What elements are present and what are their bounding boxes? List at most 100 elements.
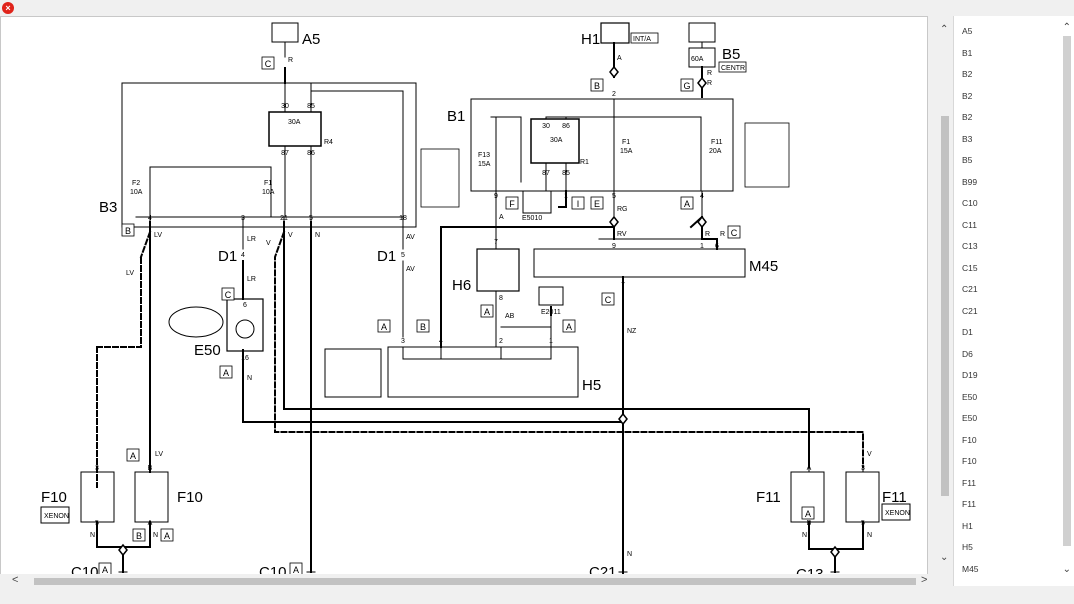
fuse-label: F11	[711, 139, 723, 146]
component-list-item[interactable]: B2	[962, 69, 973, 79]
svg-text:V: V	[266, 240, 271, 247]
svg-text:9: 9	[612, 243, 616, 250]
list-scrollbar-thumb[interactable]	[1063, 36, 1071, 546]
component-list-item[interactable]: C13	[962, 241, 978, 251]
h1-key-switch	[600, 22, 630, 44]
b3-label: B3	[99, 199, 117, 216]
component-list-item[interactable]: B3	[962, 133, 973, 144]
fuse-label: 10A	[130, 189, 143, 196]
component-list-item[interactable]: B5	[962, 155, 973, 165]
svg-text:86: 86	[307, 150, 315, 157]
connector-label: A	[130, 451, 136, 461]
svg-text:5: 5	[861, 520, 865, 527]
svg-text:V: V	[288, 232, 293, 239]
xenon-tag: XENON	[44, 513, 69, 520]
h6-label: H6	[452, 277, 471, 294]
f11-lamp-left	[790, 471, 825, 523]
component-list-item[interactable]: D19	[962, 370, 978, 380]
component-list-item[interactable]: E50	[962, 391, 978, 402]
r4-label: R4	[324, 139, 333, 146]
component-list-item[interactable]: D1	[962, 327, 973, 337]
scrollbar-thumb[interactable]	[941, 116, 949, 496]
component-list-item[interactable]: H5	[962, 542, 973, 552]
diagram-vertical-scrollbar[interactable]: ⌃ ⌄	[937, 16, 953, 574]
component-list-item[interactable]: B2	[962, 90, 973, 101]
m45-label: M45	[749, 258, 778, 275]
connector-label: B	[136, 531, 142, 541]
svg-text:R: R	[705, 231, 710, 238]
svg-text:N: N	[315, 232, 320, 239]
svg-text:4: 4	[700, 193, 704, 200]
svg-text:A: A	[807, 465, 812, 472]
svg-text:5: 5	[95, 520, 99, 527]
fuse-label: F2	[132, 180, 140, 187]
svg-text:R: R	[720, 231, 725, 238]
e5010-box	[522, 190, 552, 214]
component-list-item[interactable]: A5	[962, 26, 973, 36]
e2011-label: E2011	[541, 309, 561, 316]
component-list-item[interactable]: E50	[962, 413, 978, 423]
m45-box	[533, 248, 746, 278]
component-list-item[interactable]: C21	[962, 284, 978, 294]
connector-label: C	[731, 228, 738, 238]
component-list-item[interactable]: C10	[962, 198, 978, 208]
svg-text:B: B	[148, 465, 153, 472]
connector-label: A	[223, 368, 229, 378]
scroll-down-icon[interactable]: ⌄	[940, 552, 949, 563]
relay-r4	[268, 111, 322, 147]
f11-label: F11	[882, 489, 907, 506]
svg-text:LR: LR	[247, 276, 256, 283]
fuse-label: 30A	[288, 119, 301, 126]
connector-label: B	[125, 226, 131, 236]
svg-text:18: 18	[399, 215, 407, 222]
component-list-item[interactable]: B2	[962, 112, 973, 122]
svg-text:4: 4	[241, 252, 245, 259]
svg-text:30: 30	[542, 123, 550, 130]
svg-text:R: R	[707, 80, 712, 87]
fuse-label: F1	[264, 180, 272, 187]
component-list-item[interactable]: B1	[962, 47, 973, 58]
close-icon[interactable]: ×	[2, 2, 14, 14]
scroll-right-icon[interactable]: >	[921, 574, 928, 586]
connector-label: A	[484, 307, 490, 317]
c10-label: C10	[71, 564, 99, 575]
svg-text:30: 30	[281, 103, 289, 110]
f11-lamp-right	[845, 471, 880, 523]
svg-text:LR: LR	[247, 236, 256, 243]
component-list-item[interactable]: C11	[962, 219, 977, 230]
title-bar: ×	[0, 0, 1074, 16]
scrollbar-thumb[interactable]	[34, 578, 916, 585]
component-list-item[interactable]: M45	[962, 563, 979, 574]
component-list-item[interactable]: B99	[962, 176, 978, 187]
svg-text:87: 87	[542, 170, 550, 177]
list-scroll-down-icon[interactable]: ⌄	[1062, 564, 1071, 575]
component-list-item[interactable]: C21	[962, 305, 978, 316]
svg-text:LV: LV	[126, 270, 134, 277]
component-list-item[interactable]: F10	[962, 434, 977, 445]
svg-text:6: 6	[243, 302, 247, 309]
svg-text:85: 85	[307, 103, 315, 110]
svg-text:2: 2	[499, 338, 503, 345]
component-list-item[interactable]: F11	[962, 499, 977, 509]
svg-text:2: 2	[612, 91, 616, 98]
fuse-label: F1	[622, 139, 630, 146]
connector-label: A	[164, 531, 170, 541]
component-list-item[interactable]: F10	[962, 456, 977, 466]
component-list-item[interactable]: F11	[962, 477, 977, 488]
h1-label: H1	[581, 31, 600, 48]
component-list-item[interactable]: C15	[962, 262, 978, 273]
scroll-left-icon[interactable]: <	[12, 574, 19, 586]
svg-text:16: 16	[241, 355, 249, 362]
svg-text:9: 9	[494, 193, 498, 200]
svg-text:A: A	[148, 520, 153, 527]
scroll-up-icon[interactable]: ⌃	[940, 24, 949, 35]
list-scroll-up-icon[interactable]: ⌃	[1062, 22, 1071, 33]
component-list-item[interactable]: D6	[962, 348, 973, 359]
diagram-horizontal-scrollbar[interactable]: < >	[0, 574, 937, 588]
d1-label: D1	[218, 248, 237, 265]
connector-label: A	[381, 322, 387, 332]
svg-text:1: 1	[700, 243, 704, 250]
headlamp-icon	[538, 286, 564, 306]
component-list-item[interactable]: H1	[962, 520, 973, 531]
connector-label: E	[594, 199, 600, 209]
